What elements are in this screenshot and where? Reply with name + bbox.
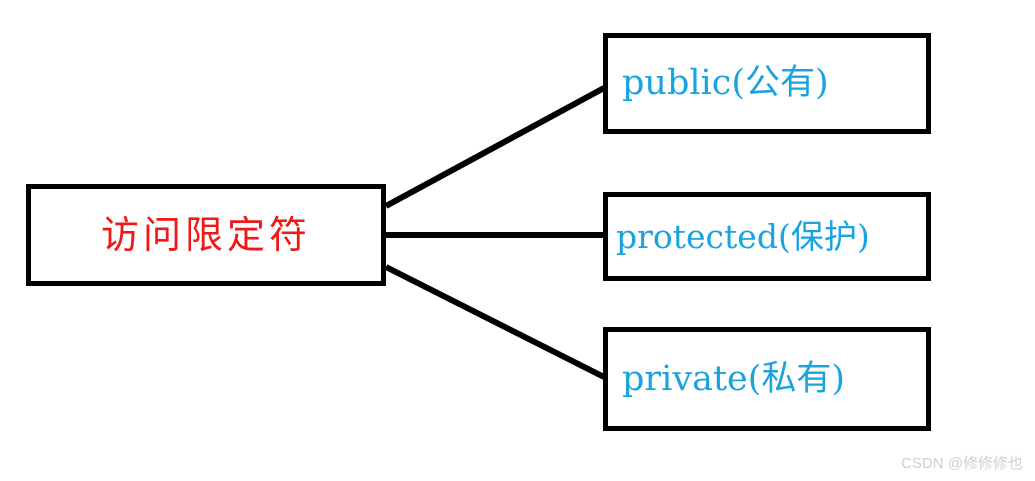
node-access-specifier-root[interactable]: 访问限定符 bbox=[26, 184, 386, 286]
node-private[interactable]: private(私有) bbox=[603, 327, 931, 431]
node-protected-label: protected(保护) bbox=[616, 217, 870, 256]
connector-root-to-public bbox=[384, 85, 606, 209]
node-public-label: public(公有) bbox=[622, 63, 829, 103]
csdn-watermark: CSDN @修修修也 bbox=[901, 455, 1023, 472]
connector-root-to-private bbox=[384, 264, 606, 380]
node-private-label: private(私有) bbox=[622, 358, 846, 399]
node-public[interactable]: public(公有) bbox=[603, 33, 931, 134]
node-protected[interactable]: protected(保护) bbox=[603, 192, 931, 281]
node-root-label: 访问限定符 bbox=[100, 213, 311, 257]
